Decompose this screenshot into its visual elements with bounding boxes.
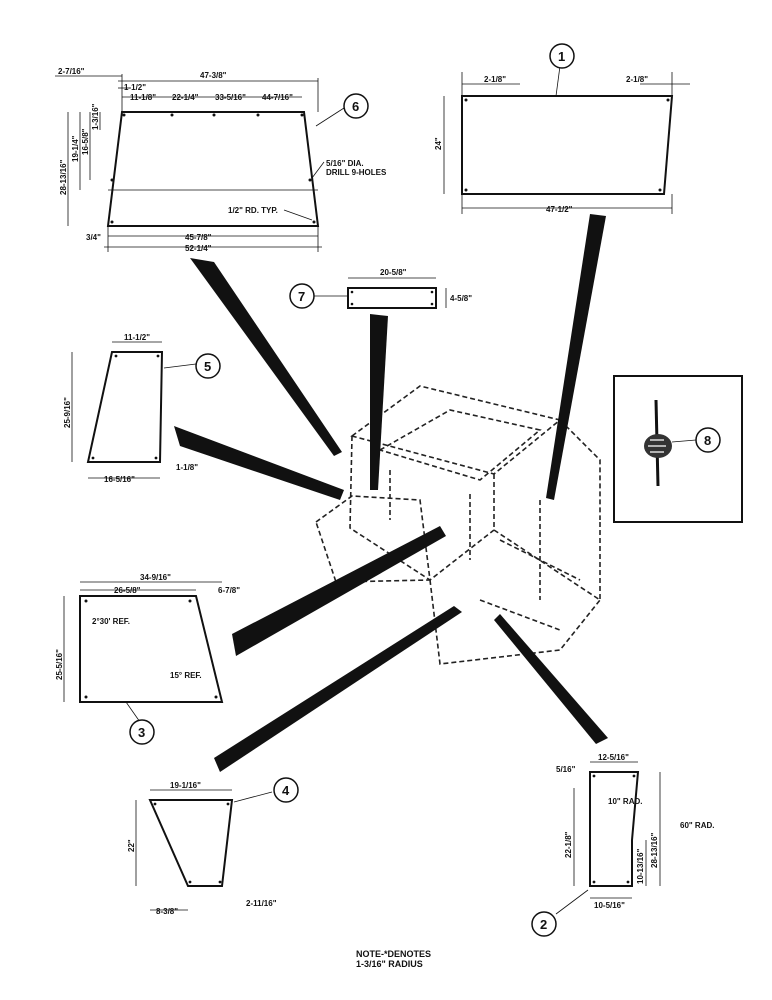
p6-spacing-2: 22-1/4": [172, 93, 199, 102]
p5-height: 25-9/16": [63, 397, 72, 428]
p1-width-bottom: 47-1/2": [546, 205, 573, 214]
p1-callout: 1: [558, 49, 565, 64]
panel-1: 2-1/8" 2-1/8" 24" 47-1/2" 1: [434, 43, 690, 214]
panel-2: 12-5/16" 5/16" 10" RAD. 60" RAD. 22-1/8"…: [531, 753, 714, 937]
p5-callout: 5: [204, 359, 211, 374]
leader-wedges: [174, 214, 608, 772]
p3-width-total: 34-9/16": [140, 573, 171, 582]
note-line-2: 1-3/16" RADIUS: [356, 959, 423, 969]
panel-5: 11-1/2" 25-9/16" 16-5/16" 1-1/8" 5: [63, 333, 221, 484]
p6-width-bottom: 52-1/4": [185, 244, 212, 253]
p6-drill-note-2: DRILL 9-HOLES: [326, 168, 387, 177]
p2-height-lower: 10-13/16": [636, 848, 645, 884]
panel-4: 19-1/16" 22" 8-3/8" 2-11/16" 4: [127, 777, 299, 916]
p6-left-offset: 2-7/16": [58, 67, 85, 76]
p6-vdim-4: 1-3/16": [91, 103, 100, 130]
p4-top: 19-1/16": [170, 781, 201, 790]
p3-angle-ref2: 15° REF.: [170, 671, 202, 680]
note-line-1: NOTE-*DENOTES: [356, 949, 431, 959]
p6-radius-note: 1/2" RD. TYP.: [228, 206, 278, 215]
p1-width-top-right: 2-1/8": [626, 75, 648, 84]
p2-top: 12-5/16": [598, 753, 629, 762]
p5-offset: 1-1/8": [176, 463, 198, 472]
p6-spacing-4: 44-7/16": [262, 93, 293, 102]
p2-height-main: 22-1/8": [564, 831, 573, 858]
p1-height: 24": [434, 137, 443, 150]
p4-callout: 4: [282, 783, 290, 798]
p6-hole-offset: 1-1/2": [124, 83, 146, 92]
p4-height: 22": [127, 839, 136, 852]
p6-vdim-1: 28-13/16": [59, 159, 68, 195]
p6-bottom-offset: 3/4": [86, 233, 101, 242]
p4-bottom-left: 8-3/8": [156, 907, 178, 916]
p6-vdim-2: 19-1/4": [71, 135, 80, 162]
p6-callout: 6: [352, 99, 359, 114]
p6-width-inner: 45-7/8": [185, 233, 212, 242]
p6-spacing-1: 11-1/8": [130, 93, 156, 102]
p6-vdim-3: 16-5/8": [81, 128, 90, 155]
p2-outer-radius: 60" RAD.: [680, 821, 714, 830]
p1-width-top-left: 2-1/8": [484, 75, 506, 84]
p6-spacing-3: 33-5/16": [215, 93, 246, 102]
p3-width-top: 26-5/8": [114, 586, 141, 595]
p3-offset: 6-7/8": [218, 586, 240, 595]
p3-angle-ref: 2°30' REF.: [92, 617, 130, 626]
p5-bottom: 16-5/16": [104, 475, 135, 484]
p5-top: 11-1/2": [124, 333, 150, 342]
p2-inner-radius: 10" RAD.: [608, 797, 642, 806]
panel-7: 20-5/8" 4-5/8" 7: [289, 268, 472, 309]
p7-width: 20-5/8": [380, 268, 407, 277]
p6-width-top: 47-3/8": [200, 71, 227, 80]
panel-3: 34-9/16" 26-5/8" 6-7/8" 25-5/16" 2°30' R…: [55, 573, 240, 745]
panel-6: 2-7/16" 47-3/8" 1-1/2" 11-1/8" 22-1/4" 3…: [55, 67, 387, 253]
p2-left-offset: 5/16": [556, 765, 576, 774]
p2-bottom: 10-5/16": [594, 901, 625, 910]
p7-height: 4-5/8": [450, 294, 472, 303]
p2-callout: 2: [540, 917, 547, 932]
p8-callout: 8: [704, 433, 711, 448]
panel-6-holes: [110, 113, 316, 224]
p7-callout: 7: [298, 289, 305, 304]
p2-height-total: 28-13/16": [650, 832, 659, 868]
detail-8: 8: [613, 375, 743, 523]
p3-height: 25-5/16": [55, 649, 64, 680]
p3-callout: 3: [138, 725, 145, 740]
p6-drill-note-1: 5/16" DIA.: [326, 159, 364, 168]
p4-bottom-right: 2-11/16": [246, 899, 277, 908]
